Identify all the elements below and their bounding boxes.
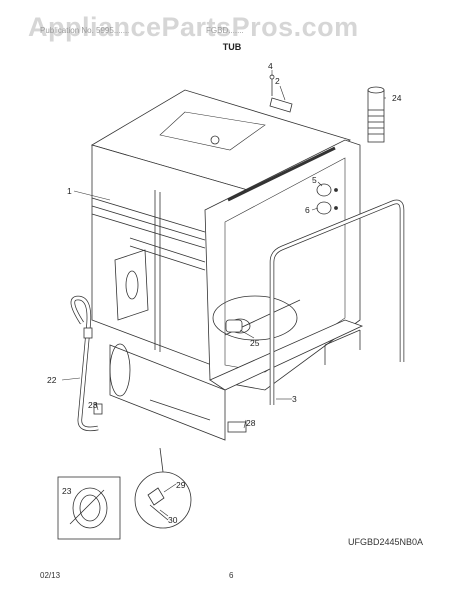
callout-1: 1 — [67, 186, 72, 196]
header-publication: Publication No. 5995....... — [40, 26, 130, 35]
page-number: 6 — [229, 571, 234, 580]
clip-part — [269, 97, 293, 113]
tub-base — [109, 344, 226, 441]
callout-30: 30 — [168, 515, 178, 525]
callout-29: 29 — [176, 480, 186, 490]
model-code: UFGBD2445NB0A — [348, 537, 424, 547]
callout-2: 2 — [275, 76, 280, 86]
section-title: TUB — [222, 42, 242, 52]
callout-23-inset: 23 — [62, 486, 72, 496]
callout-3: 3 — [292, 394, 297, 404]
switch-part — [227, 421, 247, 433]
callout-6: 6 — [305, 205, 310, 215]
header-model: FGBD....... — [206, 26, 244, 35]
callout-4: 4 — [268, 61, 273, 71]
callout-25: 25 — [250, 338, 260, 348]
callout-24: 24 — [392, 93, 402, 103]
inset-box-23 — [57, 476, 121, 540]
callout-23: 23 — [88, 400, 98, 410]
footer-date: 02/13 — [40, 571, 61, 580]
callout-22: 22 — [47, 375, 57, 385]
callout-28: 28 — [246, 418, 256, 428]
watermark-text: AppliancePartsPros.com — [28, 12, 359, 42]
callout-5: 5 — [312, 175, 317, 185]
